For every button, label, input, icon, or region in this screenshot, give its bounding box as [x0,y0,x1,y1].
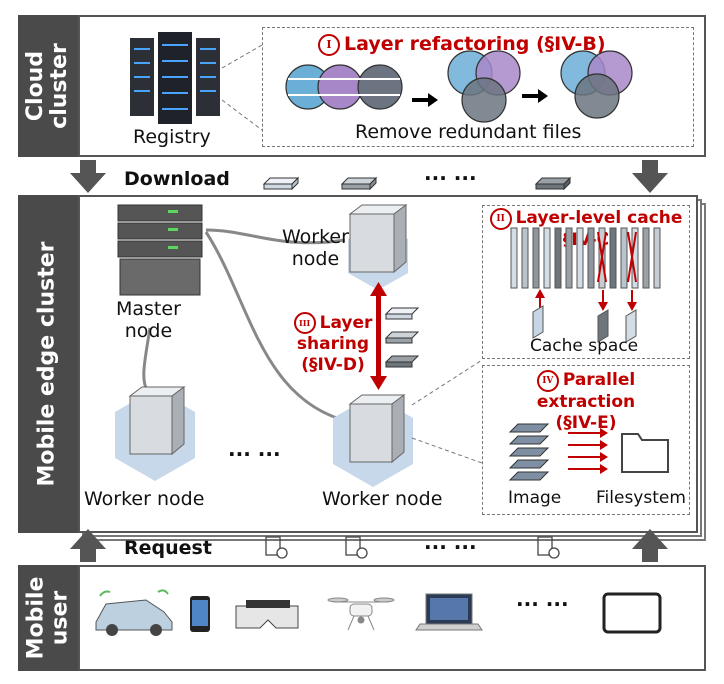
step-two-badge: II [489,208,512,230]
request-ellipsis: ··· ··· [424,535,477,559]
filesystem-label: Filesystem [596,488,686,508]
cache-title-text-1: Layer-level cache [515,208,683,228]
cloud-cluster-label: Cloud cluster [23,43,73,129]
step-one-badge: I [318,34,340,56]
worker-bottom-label: Worker node [322,488,443,510]
mobile-user-panel [78,565,706,671]
image-label: Image [508,488,562,508]
request-label: Request [124,537,212,559]
step-four-badge: IV [536,370,559,392]
worker-top-label: Worker node [282,226,349,270]
sharing-title-text: Layer sharing (§IV-D) [296,313,373,375]
mobile-user-label: Mobile user [23,576,73,660]
parallel-title-text-1: Parallel extraction [536,370,636,412]
registry-label: Registry [133,126,211,148]
cache-title-text-2: (§IV-C) [555,230,617,250]
edge-mid-ellipsis: ··· ··· [228,442,281,466]
edge-cluster-label: Mobile edge cluster [35,241,61,487]
cloud-cluster-band: Cloud cluster [18,15,78,157]
worker-left-label: Worker node [84,488,205,510]
refactor-caption: Remove redundant files [355,121,582,143]
download-ellipsis: ··· ··· [424,166,477,190]
refactor-title-text: Layer refactoring (§IV-B) [344,33,606,55]
step-three-badge: III [293,312,316,334]
layer-slab-icon [262,176,572,191]
master-node-label: Master node [116,298,181,342]
mobile-user-band: Mobile user [18,565,78,671]
cache-space-label: Cache space [530,336,639,356]
edge-cluster-band: Mobile edge cluster [18,195,78,533]
parallel-title-text-2: (§IV-E) [555,413,617,433]
download-label: Download [124,168,230,190]
device-ellipsis: ··· ··· [516,592,569,616]
